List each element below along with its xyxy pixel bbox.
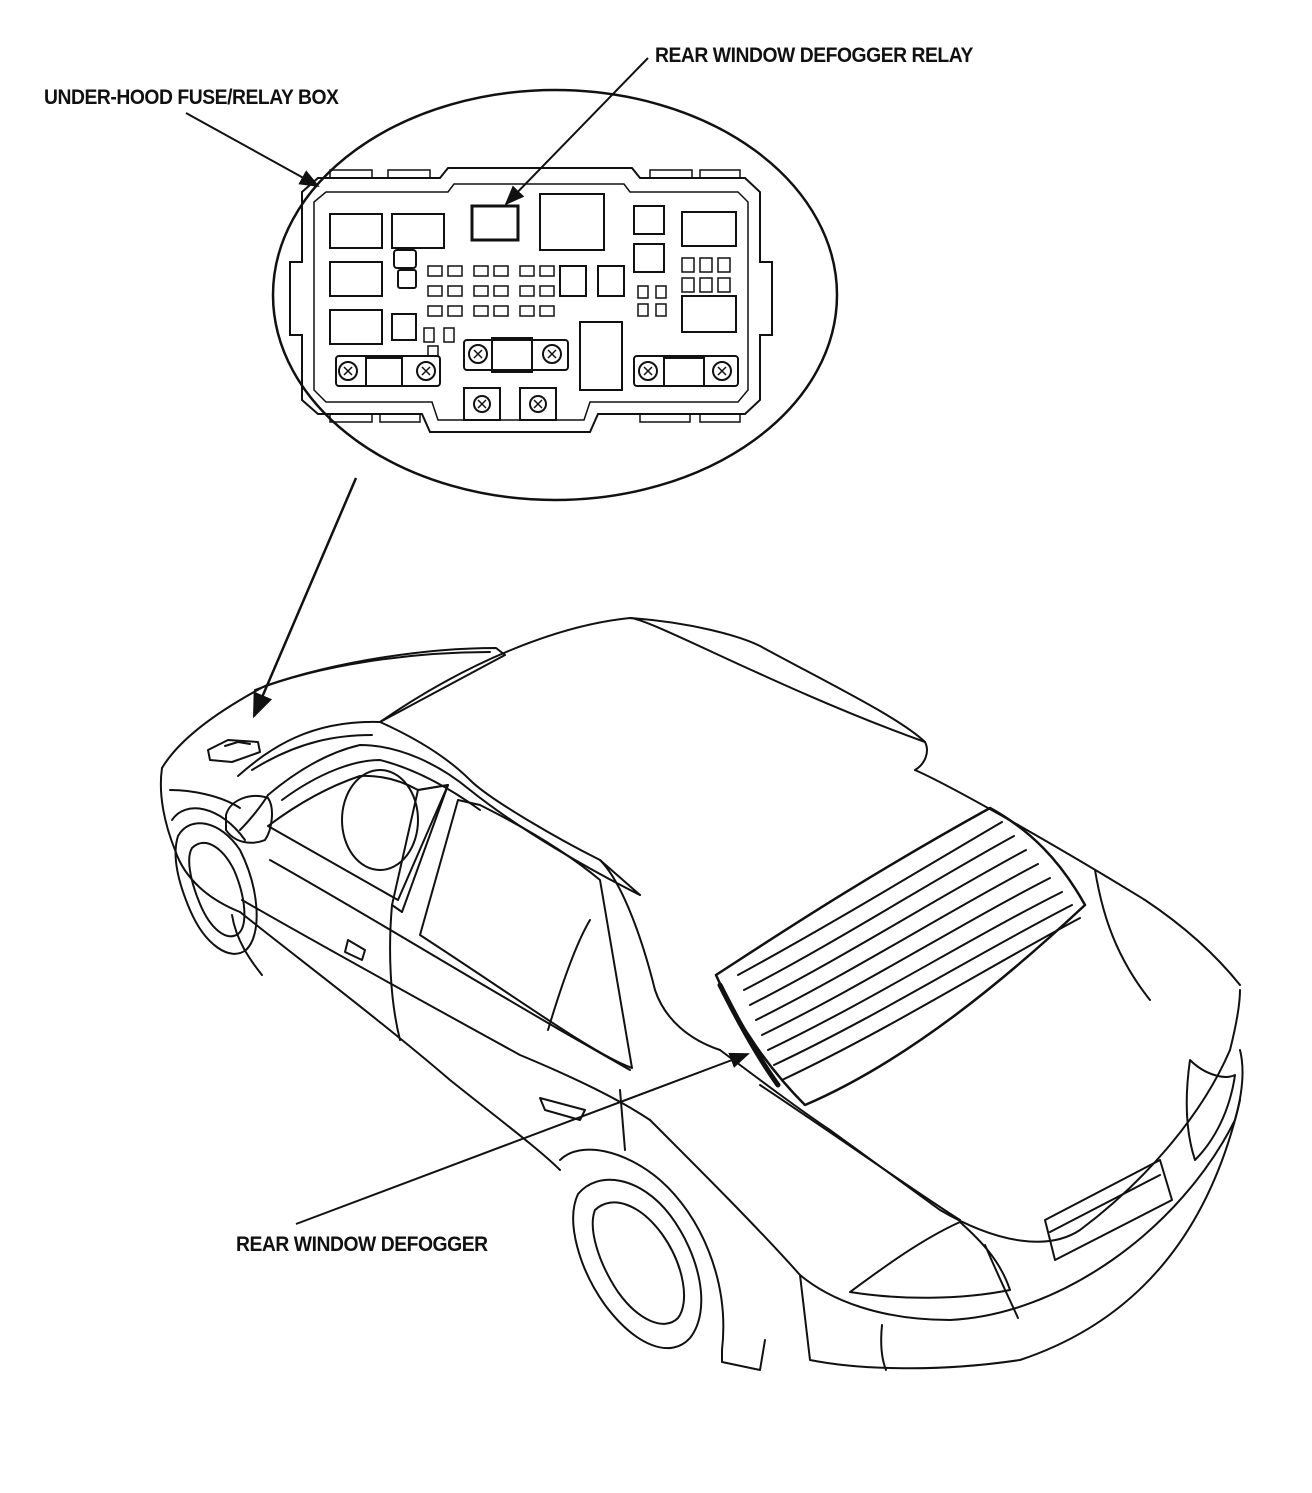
rear-window-defogger-grid [738,822,1080,1080]
car-roof [380,618,927,770]
screw-terminal [639,362,657,380]
side-mirror [226,796,272,843]
relay-block [330,262,382,296]
relay-block [398,270,416,288]
front-wheel [176,823,257,954]
trunk-lid [720,990,1240,1242]
leader-lines [186,58,750,1224]
relay-block [634,206,664,234]
fusible-link-block [336,356,440,386]
relay-block [560,266,586,296]
relay-block [598,266,624,296]
relay-block [392,314,416,340]
mini-fuse-grid [424,258,730,356]
car-illustration [161,618,1243,1370]
rear-window [716,808,1085,1105]
underhood-fuse-box-location [208,740,260,762]
rear-bumper [650,1050,1242,1320]
relay-block [580,322,622,390]
relay-block [330,310,382,344]
rear-window-defogger-relay [472,206,518,240]
relay-block [392,214,444,248]
relay-block [540,194,604,250]
defogger-relay-label: REAR WINDOW DEFOGGER RELAY [655,44,973,67]
fusible-link-block [464,340,568,370]
relay-block [682,212,736,246]
rear-door-window [420,800,632,1068]
relay-leader [504,58,648,206]
fuse-box-inner-rim [314,184,748,420]
defogger-leader [296,1052,750,1224]
windshield [238,722,640,895]
fuse-box-detail-callout [273,90,837,500]
screw-terminal [469,345,487,363]
defogger-bus-bar [720,985,778,1085]
relay-block [682,296,736,332]
fusebox-leader [186,113,320,187]
screw-terminal [339,362,357,380]
screw-terminal [543,345,561,363]
battery-terminal [520,388,556,420]
screw-terminal [713,362,731,380]
location-arrow [254,478,356,719]
detail-oval [273,90,837,500]
screw-terminal [417,362,435,380]
tail-light-right [1187,1060,1235,1160]
front-door-window [268,776,448,900]
relay-block [330,214,382,248]
fuse-box-label: UNDER-HOOD FUSE/RELAY BOX [44,86,339,109]
relay-block [634,244,664,272]
battery-terminal [464,388,500,420]
fuse-box-housing [290,168,772,432]
car-hood [162,648,505,768]
rear-window-defogger-label: REAR WINDOW DEFOGGER [236,1233,488,1256]
rear-wheel [573,1180,701,1348]
relay-block [394,250,416,268]
license-plate [1045,1160,1172,1260]
tail-light-left [850,1222,1010,1298]
